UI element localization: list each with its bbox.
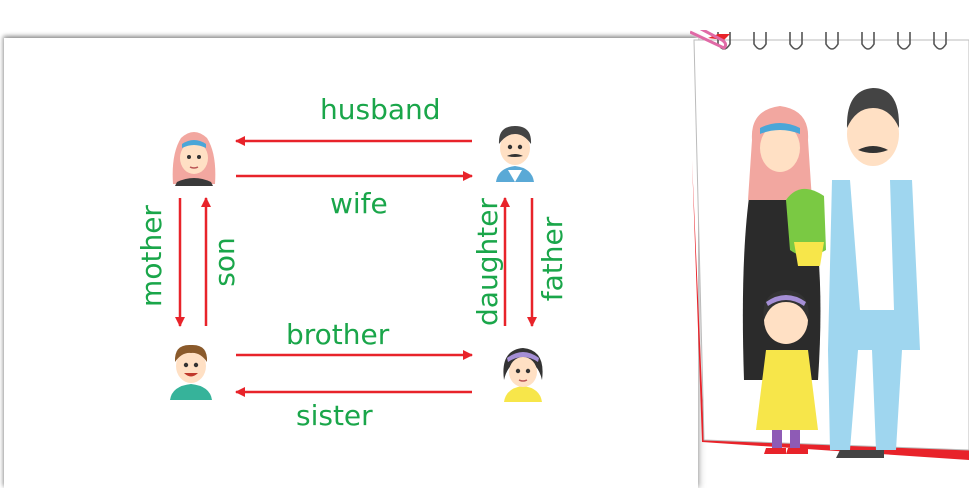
label-mother: mother	[135, 205, 168, 307]
family-illustration	[742, 88, 920, 458]
label-son: son	[208, 237, 241, 287]
woman-avatar-icon	[172, 132, 216, 186]
label-daughter: daughter	[471, 198, 504, 326]
label-wife: wife	[330, 187, 388, 220]
paperclip-icon	[690, 30, 728, 50]
boy-avatar-icon	[170, 344, 212, 400]
notepad	[690, 30, 969, 460]
girl-avatar-icon	[503, 348, 543, 402]
label-husband: husband	[320, 93, 441, 126]
label-sister: sister	[296, 399, 373, 432]
label-brother: brother	[286, 318, 390, 351]
spiral-rings	[717, 32, 947, 50]
label-father: father	[536, 216, 569, 302]
diagram-card	[4, 38, 698, 488]
man-avatar-icon	[496, 126, 534, 182]
